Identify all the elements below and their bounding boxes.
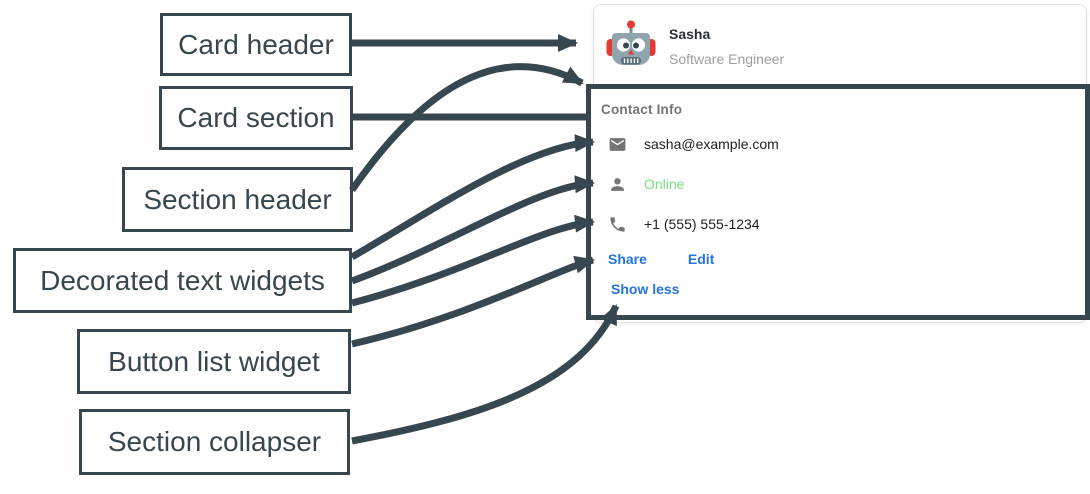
arrow-section-header (349, 63, 584, 193)
label-card-header-text: Card header (178, 28, 334, 60)
label-button-list-widget: Button list widget (77, 329, 351, 394)
decorated-text-email: sasha@example.com (607, 133, 779, 155)
arrow-decorated-email (350, 134, 595, 261)
decorated-text-phone: +1 (555) 555-1234 (607, 213, 760, 235)
phone-icon (607, 214, 627, 234)
label-card-header: Card header (160, 13, 352, 76)
person-name: Sasha (669, 26, 711, 42)
section-header-title: Contact Info (601, 102, 683, 117)
label-section-header: Section header (122, 167, 353, 232)
decorated-text-status: Online (607, 173, 684, 195)
label-button-list-widget-text: Button list widget (108, 345, 320, 377)
edit-button[interactable]: Edit (687, 251, 715, 267)
robot-avatar-icon (604, 18, 658, 72)
label-card-section-text: Card section (177, 102, 335, 133)
arrow-decorated-status (350, 175, 595, 285)
person-role: Software Engineer (669, 51, 785, 67)
section-collapser-button[interactable]: Show less (611, 281, 680, 297)
label-card-section: Card section (159, 86, 353, 150)
person-icon (607, 174, 627, 194)
button-list-widget: Share Edit (608, 251, 714, 267)
email-text: sasha@example.com (644, 136, 779, 152)
card-header: Sasha Software Engineer (594, 5, 1086, 85)
card-section: Contact Info sasha@example.com Online +1… (586, 84, 1090, 320)
label-section-collapser: Section collapser (79, 409, 350, 475)
arrow-decorated-phone (351, 214, 595, 307)
label-decorated-text-widgets-text: Decorated text widgets (40, 264, 325, 296)
label-section-header-text: Section header (143, 183, 332, 215)
label-section-collapser-text: Section collapser (107, 426, 322, 457)
label-decorated-text-widgets: Decorated text widgets (13, 248, 352, 313)
phone-text: +1 (555) 555-1234 (644, 216, 760, 232)
mail-icon (607, 134, 627, 154)
share-button[interactable]: Share (608, 251, 647, 267)
arrow-button-list (351, 255, 595, 348)
arrow-section-collapser (351, 304, 620, 445)
status-text: Online (644, 176, 685, 192)
